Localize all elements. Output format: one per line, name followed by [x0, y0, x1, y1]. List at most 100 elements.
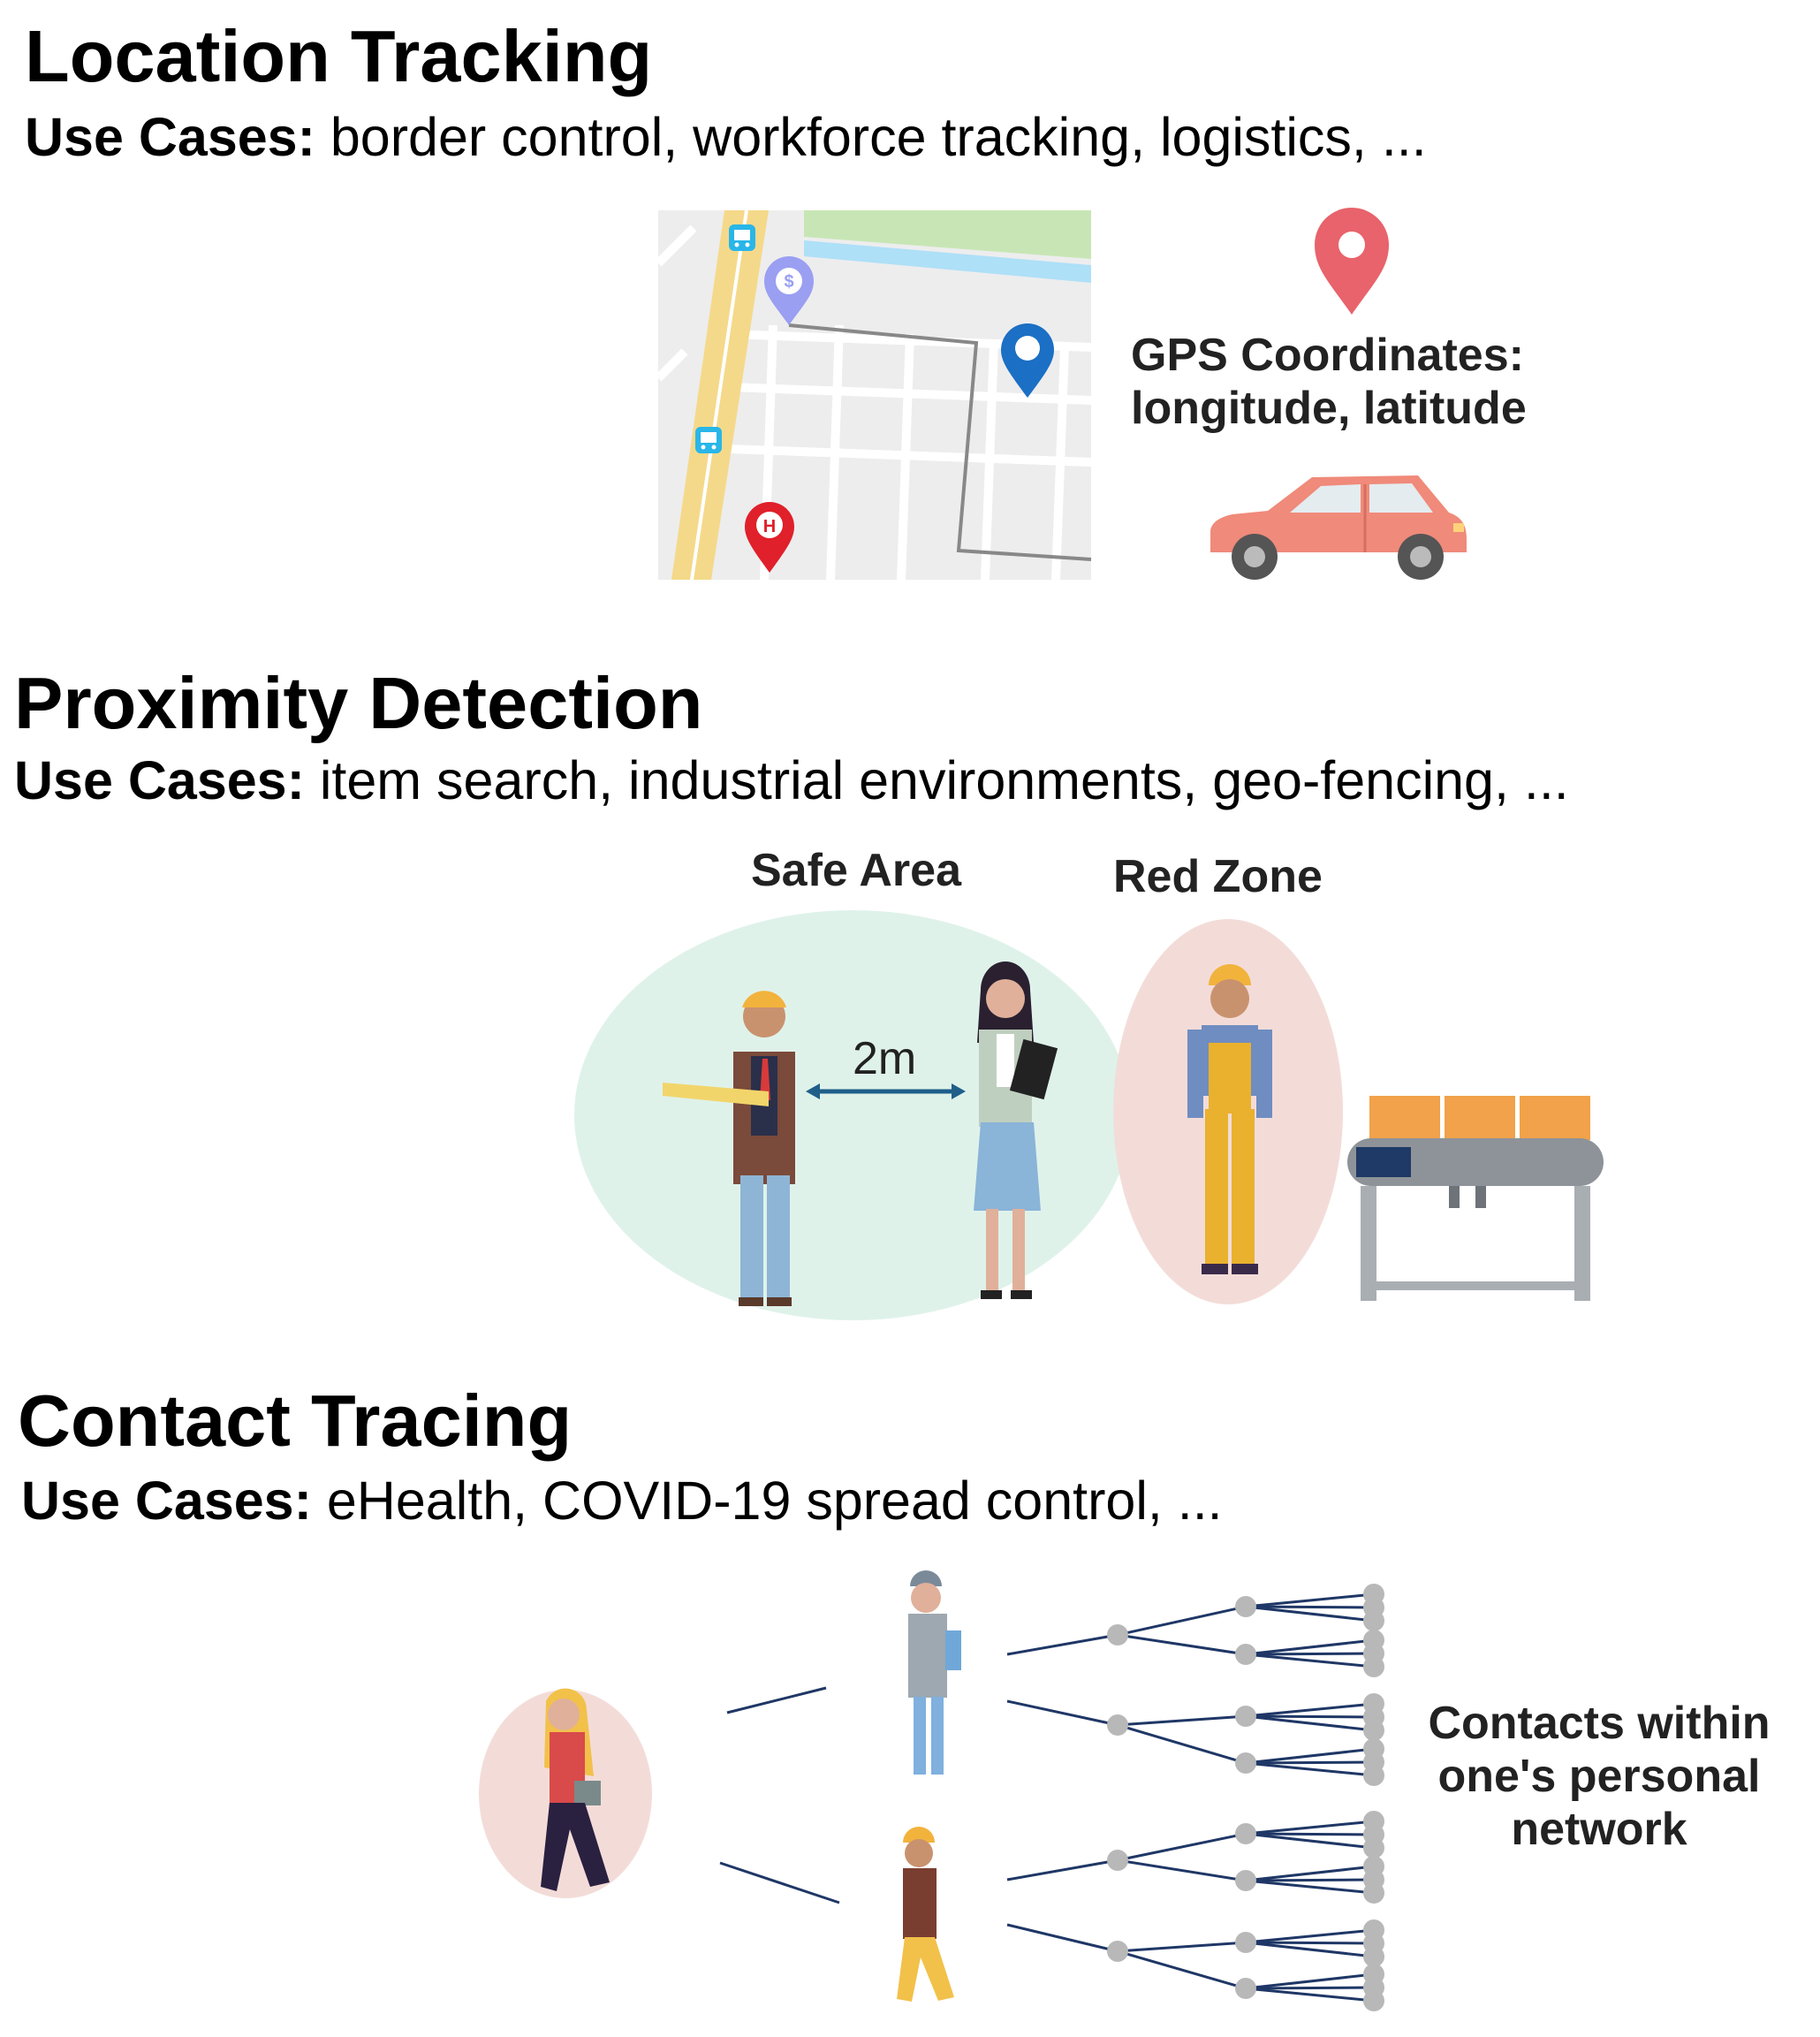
- network-edge: [1245, 1832, 1375, 1850]
- network-node: [1363, 1837, 1384, 1858]
- bus-stop-icon: [729, 224, 755, 251]
- network-edge: [1117, 1714, 1247, 1727]
- network-edge: [1117, 1633, 1247, 1656]
- network-node: [1363, 1610, 1384, 1631]
- network-edge: [1117, 1832, 1247, 1862]
- network-node: [1235, 1752, 1256, 1774]
- network-label-line1: Contacts within: [1428, 1698, 1771, 1749]
- network-edge: [1245, 1941, 1375, 1945]
- network-edge: [1245, 1714, 1375, 1732]
- network-node: [1107, 1714, 1128, 1736]
- bus-stop-icon: [695, 427, 722, 453]
- network-edge: [1117, 1858, 1247, 1882]
- use-cases-label: Use Cases:: [25, 107, 315, 167]
- network-edge: [1245, 1820, 1375, 1836]
- network-edge: [1245, 1761, 1375, 1777]
- network-label-line3: network: [1511, 1804, 1687, 1855]
- contact-person: [908, 1570, 961, 1775]
- network-edge: [1117, 1941, 1247, 1953]
- network-edge: [1245, 1714, 1375, 1719]
- use-cases-proximity: Use Cases: item search, industrial envir…: [14, 749, 1569, 811]
- network-node: [1363, 1946, 1384, 1967]
- safe-area-label: Safe Area: [751, 845, 961, 896]
- section-title-location: Location Tracking: [25, 15, 653, 97]
- network-node: [1363, 1882, 1384, 1904]
- contact-edge: [719, 1861, 840, 1904]
- network-node: [1235, 1644, 1256, 1665]
- factory-worker-person: [1187, 964, 1272, 1274]
- money-pin-icon: $: [764, 256, 814, 325]
- use-cases-label: Use Cases:: [21, 1471, 312, 1531]
- contact-person: [897, 1827, 954, 2002]
- network-edge: [1245, 1878, 1375, 1882]
- location-pin-icon: [1001, 323, 1054, 398]
- network-edge: [1245, 1605, 1375, 1609]
- red-zone-label: Red Zone: [1113, 851, 1323, 902]
- network-edge: [1245, 1653, 1375, 1668]
- network-node: [1235, 1706, 1256, 1727]
- network-edge: [1006, 1923, 1119, 1953]
- use-cases-text: eHealth, COVID-19 spread control, ...: [326, 1471, 1223, 1531]
- network-edge: [1245, 1972, 1375, 1990]
- network-edge: [1006, 1633, 1119, 1656]
- network-node: [1235, 1932, 1256, 1953]
- map-river: [804, 240, 1091, 283]
- network-edge: [1245, 1865, 1375, 1882]
- car-icon: [1210, 475, 1467, 580]
- network-edge: [1006, 1858, 1119, 1881]
- distance-arrow: [806, 1083, 966, 1099]
- network-edge: [1117, 1605, 1247, 1637]
- section-title-contact: Contact Tracing: [18, 1380, 573, 1462]
- network-edge: [1245, 1638, 1375, 1656]
- network-node: [1363, 1765, 1384, 1786]
- network-node: [1363, 1656, 1384, 1677]
- network-edge: [1245, 1760, 1375, 1765]
- network-edge: [1245, 1987, 1375, 2003]
- network-node: [1107, 1850, 1128, 1871]
- map-illustration: $ H: [655, 209, 1092, 581]
- use-cases-location: Use Cases: border control, workforce tra…: [25, 106, 1427, 168]
- network-node: [1235, 1870, 1256, 1891]
- network-edge: [1245, 1702, 1375, 1718]
- map-route: [788, 323, 1092, 561]
- network-node: [1235, 1823, 1256, 1844]
- svg-text:$: $: [784, 272, 793, 292]
- network-edge: [1245, 1832, 1375, 1836]
- businesswoman-person: [974, 961, 1058, 1299]
- gps-pin-icon: [1315, 208, 1389, 315]
- network-edge: [1245, 1605, 1375, 1623]
- network-node: [1107, 1624, 1128, 1646]
- gps-label-line1: GPS Coordinates:: [1131, 330, 1524, 381]
- contact-edge: [726, 1686, 827, 1714]
- network-node: [1235, 1978, 1256, 1999]
- hospital-pin-icon: H: [745, 502, 794, 573]
- network-node: [1235, 1596, 1256, 1617]
- section-title-proximity: Proximity Detection: [14, 662, 703, 744]
- map-park: [804, 210, 1091, 259]
- use-cases-label: Use Cases:: [14, 750, 305, 810]
- network-edge: [1245, 1941, 1375, 1958]
- distance-label: 2m: [853, 1033, 917, 1084]
- network-edge: [1006, 1699, 1119, 1727]
- map-road-centerline: [690, 209, 748, 581]
- gps-label-line2: longitude, latitude: [1131, 383, 1527, 434]
- network-edge: [1117, 1723, 1247, 1765]
- conveyor-belt: [1347, 1096, 1604, 1301]
- network-node: [1363, 1720, 1384, 1741]
- use-cases-text: border control, workforce tracking, logi…: [330, 107, 1427, 167]
- network-edge: [1245, 1747, 1375, 1765]
- network-edge: [1245, 1652, 1375, 1656]
- use-cases-contact: Use Cases: eHealth, COVID-19 spread cont…: [21, 1470, 1223, 1532]
- network-node: [1363, 1990, 1384, 2011]
- gps-coordinates-label: GPS Coordinates: longitude, latitude: [1131, 329, 1527, 435]
- network-node: [1107, 1941, 1128, 1962]
- engineer-person: [663, 991, 795, 1306]
- network-edge: [1245, 1879, 1375, 1895]
- network-edge: [1245, 1592, 1375, 1608]
- use-cases-text: item search, industrial environments, ge…: [319, 750, 1569, 810]
- network-edge: [1117, 1950, 1247, 1990]
- index-person: [541, 1688, 610, 1891]
- network-label-line2: one's personal: [1437, 1751, 1761, 1802]
- proximity-illustration: [574, 910, 1604, 1320]
